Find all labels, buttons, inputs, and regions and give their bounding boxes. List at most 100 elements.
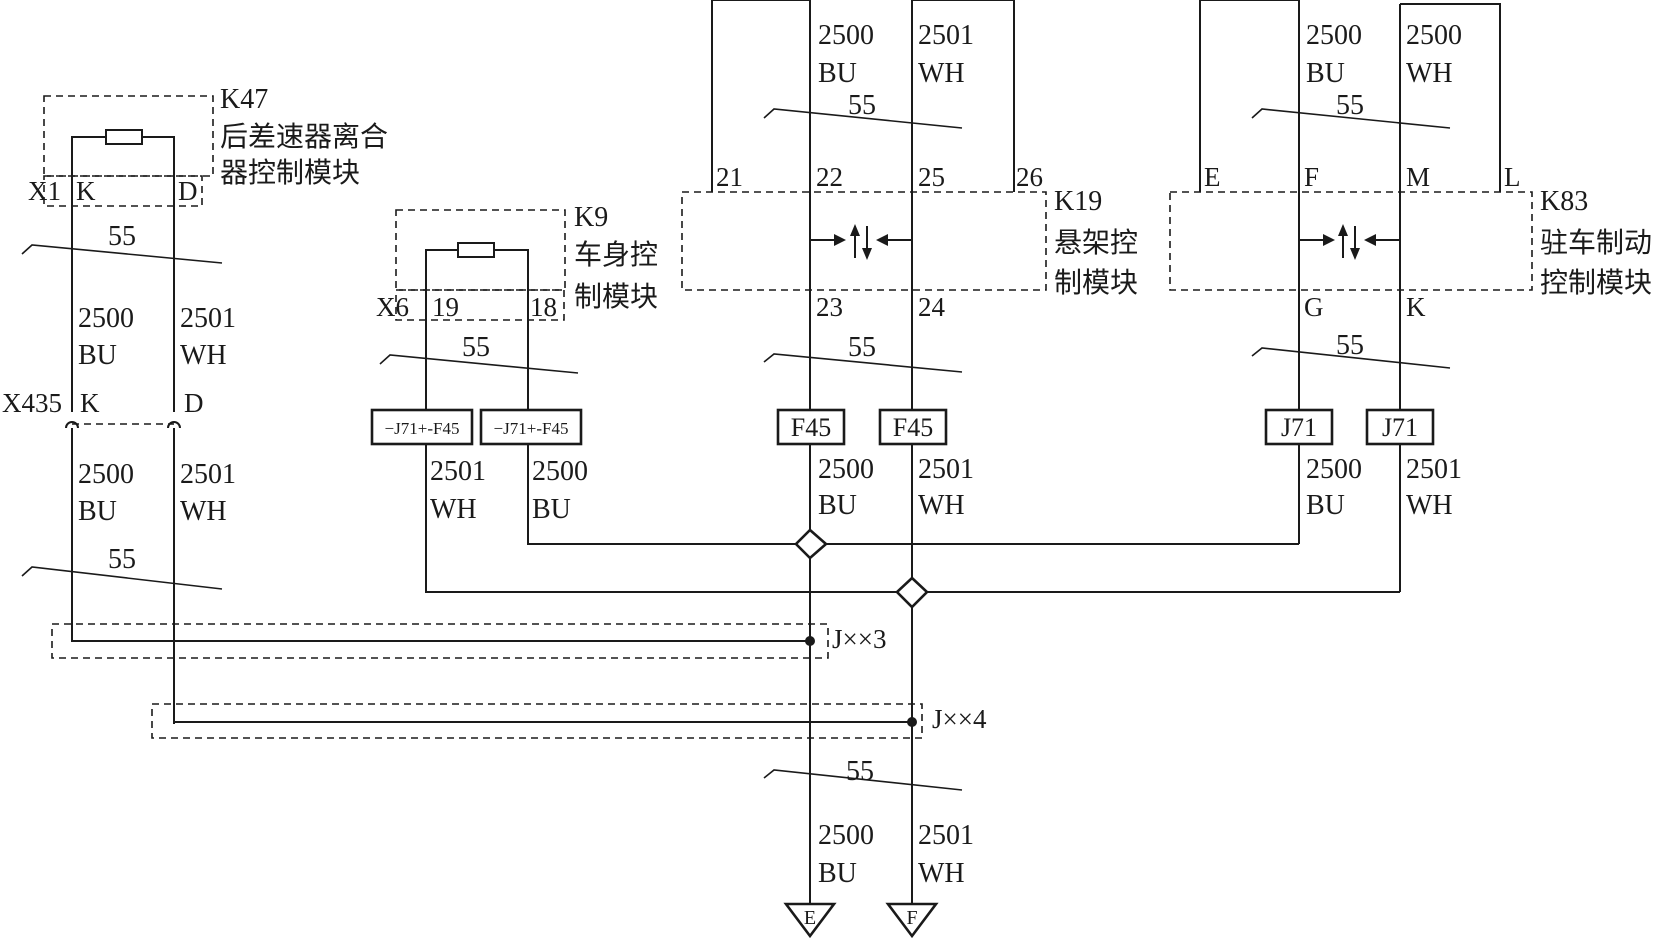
k83-pin-e: E [1204, 162, 1221, 192]
twist-k9: 55 [379, 332, 579, 374]
k83-pin-f: F [1304, 162, 1319, 192]
wire-label-bu-number: 2500 [78, 459, 134, 490]
k47-outline [43, 95, 214, 177]
k19-pin-21: 21 [716, 162, 743, 192]
svg-text:55: 55 [108, 221, 136, 252]
k83-module: E F M L K83 驻车制动 控制模块 G K [1169, 162, 1652, 322]
x435-pin-d: D [184, 388, 204, 418]
wire-label-wh-number: 2501 [430, 456, 486, 487]
svg-text:2500: 2500 [1306, 454, 1362, 485]
k83-name-line1: 驻车制动 [1540, 226, 1652, 259]
svg-text:BU: BU [818, 490, 857, 521]
svg-text:2501: 2501 [918, 820, 974, 851]
svg-text:2500: 2500 [1406, 20, 1462, 51]
wire-label-wh-color: WH [430, 494, 477, 525]
k47-id: K47 [220, 84, 268, 115]
k19-comm-icon [810, 224, 912, 260]
k9-outline [395, 209, 566, 291]
k19-name-line2: 制模块 [1054, 266, 1138, 299]
k47-pin-d: D [178, 176, 198, 206]
svg-text:55: 55 [1336, 330, 1364, 361]
twist-k83-upper: 55 [1251, 90, 1451, 129]
k47-connector-id: X1 [28, 176, 61, 206]
twist-k47-upper: 55 [21, 221, 223, 264]
wire-label-bu-color: BU [78, 340, 117, 371]
k9-connector-outline [395, 289, 565, 321]
twist-k19-lower: 55 [763, 332, 963, 373]
svg-text:WH: WH [1406, 490, 1453, 521]
ground-e-icon: E [783, 902, 837, 939]
k47-resistor-icon [105, 129, 143, 145]
wire-label-bu-number: 2500 [78, 303, 134, 334]
svg-text:−J71+-F45: −J71+-F45 [494, 419, 569, 438]
svg-text:55: 55 [462, 332, 490, 363]
svg-text:BU: BU [818, 858, 857, 889]
k47-name-line1: 后差速器离合 [220, 120, 388, 153]
ground-e-label: E [804, 907, 816, 929]
k83-fuse-box-left: J71 [1264, 408, 1334, 446]
k19-name-line1: 悬架控 [1054, 226, 1138, 259]
k9-pin-19: 19 [432, 292, 459, 322]
svg-text:2500: 2500 [818, 820, 874, 851]
k19-pin-25: 25 [918, 162, 945, 192]
ground-f-icon: F [885, 902, 939, 939]
wire-label-wh-color: WH [180, 340, 227, 371]
wire-label-wh-number: 2501 [180, 303, 236, 334]
svg-text:WH: WH [918, 858, 965, 889]
splice-wh-icon [895, 576, 929, 609]
svg-text:55: 55 [1336, 90, 1364, 121]
k47-connector-outline [43, 175, 203, 207]
svg-text:BU: BU [1306, 490, 1345, 521]
k19-pin-26: 26 [1016, 162, 1043, 192]
k47-module: K47 后差速器离合 器控制模块 X1 K D [28, 84, 388, 207]
k19-outline [681, 191, 1047, 291]
k19-pin-22: 22 [816, 162, 843, 192]
splice-j4: J××4 [151, 640, 987, 739]
twist-k47-lower: 55 [21, 544, 223, 590]
ground-f-label: F [906, 907, 917, 929]
x435-pin-k: K [80, 388, 100, 418]
svg-text:BU: BU [1306, 58, 1345, 89]
splice-bu-icon [794, 528, 828, 560]
k83-comm-icon [1299, 224, 1400, 260]
svg-text:55: 55 [108, 544, 136, 575]
svg-text:WH: WH [918, 490, 965, 521]
svg-text:55: 55 [846, 756, 874, 787]
x435-id: X435 [2, 388, 62, 418]
svg-text:55: 55 [848, 90, 876, 121]
twist-k83-lower: 55 [1251, 330, 1451, 369]
k19-fuse-box-left: F45 [776, 408, 846, 446]
wire-label-wh-number: 2501 [180, 459, 236, 490]
k19-pin-24: 24 [918, 292, 946, 322]
svg-text:WH: WH [918, 58, 965, 89]
k83-id: K83 [1540, 186, 1588, 217]
svg-text:BU: BU [818, 58, 857, 89]
svg-text:2501: 2501 [918, 454, 974, 485]
svg-text:F45: F45 [893, 413, 933, 442]
svg-text:2500: 2500 [818, 20, 874, 51]
k19-fuse-box-right: F45 [878, 408, 948, 446]
wire-label-wh-color: WH [180, 496, 227, 527]
k19-pin-23: 23 [816, 292, 843, 322]
splice-j3-label: J××3 [832, 624, 886, 654]
k83-fuse-box-right: J71 [1365, 408, 1435, 446]
k9-resistor-icon [457, 242, 495, 258]
k9-module: K9 车身控 制模块 X6 19 18 [376, 202, 658, 322]
k47-name-line2: 器控制模块 [220, 156, 360, 189]
k83-pin-g: G [1304, 292, 1324, 322]
svg-text:2500: 2500 [1306, 20, 1362, 51]
svg-text:−J71+-F45: −J71+-F45 [385, 419, 460, 438]
svg-text:WH: WH [1406, 58, 1453, 89]
k83-name-line2: 控制模块 [1540, 266, 1652, 299]
k83-pin-l: L [1504, 162, 1521, 192]
svg-text:2501: 2501 [918, 20, 974, 51]
wire-label-bu-number: 2500 [532, 456, 588, 487]
k9-pin-18: 18 [530, 292, 557, 322]
k9-connector-id: X6 [376, 292, 409, 322]
svg-text:F45: F45 [791, 413, 831, 442]
splice-j4-label: J××4 [932, 704, 987, 734]
k9-id: K9 [574, 202, 608, 233]
k9-name-line1: 车身控 [574, 238, 658, 271]
k83-pin-k: K [1406, 292, 1426, 322]
